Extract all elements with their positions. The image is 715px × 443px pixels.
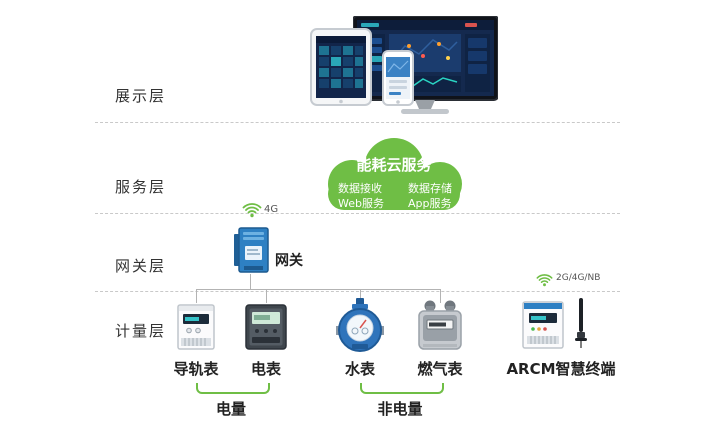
layer-separator-2: [95, 213, 620, 214]
layer-label-display: 展示层: [115, 87, 167, 105]
tablet-illustration: [310, 28, 372, 110]
connector-drop-electric-meter: [266, 289, 267, 303]
group-label-electric: 电量: [215, 400, 246, 418]
layer-separator-3: [95, 291, 620, 292]
connector-drop-rail-meter: [196, 289, 197, 303]
cloud-service-app: App服务: [408, 197, 452, 210]
device-label-arcm-terminal: ARCM智慧终端: [506, 360, 616, 378]
gateway-device-illustration: [232, 226, 270, 278]
gas-meter-illustration: [417, 300, 463, 356]
monitor-illustration: [352, 15, 499, 120]
connector-drop-gas-meter: [440, 289, 441, 303]
arcm-terminal-illustration: [521, 300, 565, 354]
layer-label-service: 服务层: [115, 178, 167, 196]
cloud-service-data-store: 数据存储: [408, 182, 452, 195]
group-label-non-electric: 非电量: [377, 400, 423, 418]
bracket-non-electric-group: [360, 383, 444, 394]
rail-meter-illustration: [176, 302, 216, 356]
device-label-rail-meter: 导轨表: [173, 360, 219, 378]
connector-drop-water-meter: [360, 289, 361, 300]
layer-label-gateway: 网关层: [115, 257, 167, 275]
water-meter-illustration: [336, 298, 384, 360]
connector-bus: [196, 289, 441, 290]
phone-illustration: [382, 50, 414, 110]
connector-gateway-drop: [250, 274, 251, 289]
cloud-service-web: Web服务: [338, 197, 384, 210]
layer-label-metering: 计量层: [115, 322, 167, 340]
cloud-service-data-receive: 数据接收: [338, 182, 382, 195]
layer-separator-1: [95, 122, 620, 123]
wifi-signal-icon: [242, 203, 262, 222]
wifi-signal-icon-arcm: [536, 272, 553, 291]
bracket-electric-group: [196, 383, 270, 394]
antenna-icon: [572, 298, 590, 354]
gateway-label: 网关: [275, 253, 303, 269]
arcm-signal-label: 2G/4G/NB: [556, 273, 601, 283]
electric-meter-illustration: [245, 304, 287, 354]
device-label-electric-meter: 电表: [250, 360, 281, 378]
gateway-signal-label: 4G: [264, 204, 279, 215]
cloud-icon: [308, 136, 480, 220]
cloud-title: 能耗云服务: [356, 156, 432, 174]
device-label-gas-meter: 燃气表: [417, 360, 463, 378]
device-label-water-meter: 水表: [344, 360, 375, 378]
